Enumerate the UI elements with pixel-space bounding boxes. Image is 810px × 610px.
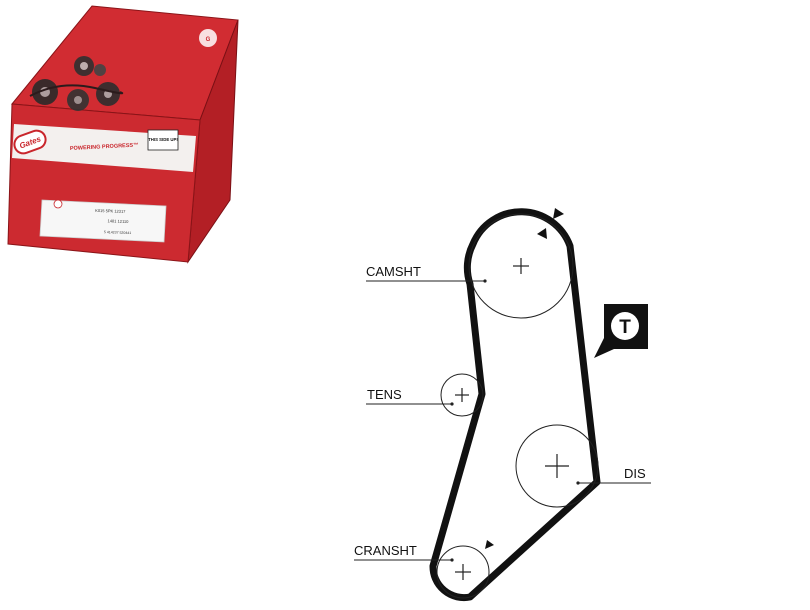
distributor-label: DIS: [624, 466, 646, 481]
crankshaft-label: CRANSHT: [354, 543, 417, 558]
belt-routing-diagram: CAMSHT TENS DIS CRANSHT T: [354, 208, 651, 602]
timing-badge: T: [594, 304, 648, 358]
tensioner-label: TENS: [367, 387, 402, 402]
camshaft-timing-mark-outer: [553, 208, 564, 219]
tensioner-pulley: [440, 373, 484, 417]
crankshaft-timing-mark: [485, 540, 494, 549]
timing-badge-letter: T: [619, 317, 631, 338]
camshaft-pulley: [468, 213, 574, 319]
product-label: [39, 199, 167, 243]
this-side-up-badge: [147, 129, 179, 151]
svg-text:G: G: [206, 37, 211, 43]
camshaft-timing-mark-inner: [537, 228, 547, 239]
orientation-label: THIS SIDE UP!: [148, 137, 178, 142]
product-box-image: G Gates POWERING PROGRESS™ THIS SIDE UP!…: [7, 5, 239, 264]
distributor-pulley: [515, 424, 599, 508]
camshaft-label: CAMSHT: [366, 264, 421, 279]
label-line-1: K015 5PK 12317: [95, 208, 126, 214]
gates-logo: Gates: [13, 129, 47, 155]
slogan-text: POWERING PROGRESS™: [70, 142, 139, 152]
label-line-2: 1481 12110: [107, 218, 129, 224]
crankshaft-pulley: [436, 545, 490, 599]
label-line-3: 5 414237 520441: [104, 230, 131, 235]
pulley-kit-photo: [29, 56, 124, 111]
